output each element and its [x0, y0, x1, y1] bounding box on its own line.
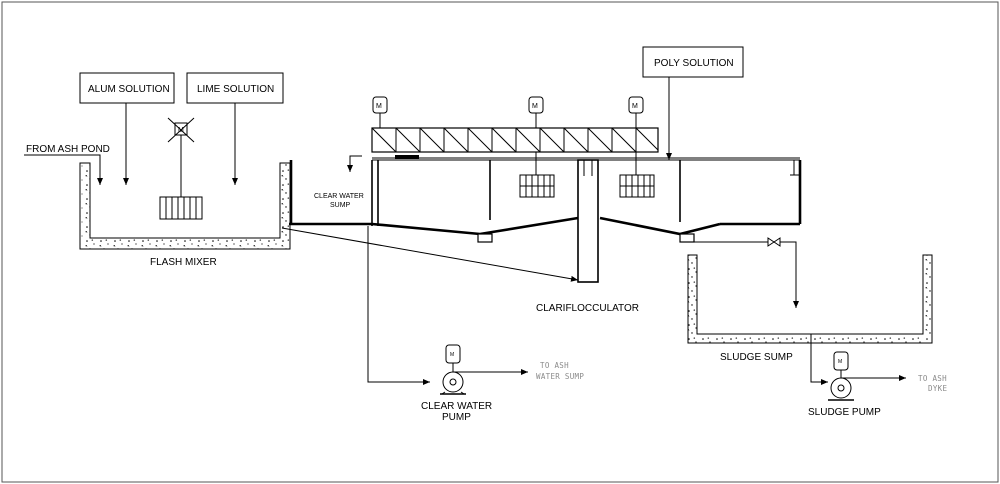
sludge-sump-tank	[687, 254, 933, 344]
clariflocculator-label: CLARIFLOCCULATOR	[536, 303, 639, 314]
bridge-truss	[371, 127, 659, 153]
flash-mixer-outlet-pipe	[281, 227, 579, 282]
clear-water-sump-label-line1: CLEAR WATER	[314, 193, 364, 200]
alum-solution-box	[79, 72, 175, 104]
poly-solution-box	[642, 46, 744, 78]
svg-text:M: M	[450, 352, 454, 358]
sludge-pump: M	[828, 351, 854, 401]
bridge-motor-right: M	[628, 96, 644, 128]
to-ash-dyke-label-line2: DYKE	[928, 384, 947, 393]
sludge-transfer-line-2	[780, 241, 799, 308]
bridge-motor-left: M	[372, 96, 388, 128]
lime-solution-label: LIME SOLUTION	[197, 84, 274, 95]
clear-water-pump: M	[440, 344, 466, 395]
to-ash-water-sump-label-line1: TO ASH	[540, 361, 569, 370]
clariflocculator-tank	[289, 155, 802, 283]
clear-water-pump-label-line2: PUMP	[442, 412, 471, 423]
flocculator-paddle-left	[519, 152, 555, 198]
clear-water-pump-label-line1: CLEAR WATER	[421, 401, 492, 412]
sludge-pump-label: SLUDGE PUMP	[808, 407, 881, 418]
bridge-motor-center: M	[528, 96, 544, 128]
flocculator-paddle-right	[619, 152, 655, 198]
svg-text:M: M	[376, 103, 382, 110]
to-ash-water-sump-label-line2: WATER SUMP	[536, 372, 584, 381]
sludge-valve	[767, 237, 781, 247]
alum-solution-label: ALUM SOLUTION	[88, 84, 170, 95]
flash-mixer-tank	[79, 162, 291, 250]
poly-solution-label: POLY SOLUTION	[654, 58, 734, 69]
from-ash-pond-label: FROM ASH POND	[26, 144, 110, 155]
svg-text:M: M	[838, 359, 842, 365]
svg-text:M: M	[632, 103, 638, 110]
to-ash-dyke-label-line1: TO ASH	[918, 374, 947, 383]
clear-water-suction-line	[367, 226, 430, 385]
clear-water-sump-label-line2: SUMP	[330, 202, 351, 209]
ash-pond-inlet-line	[24, 154, 103, 185]
sludge-suction-line	[810, 334, 828, 385]
flash-mixer-agitator	[159, 196, 203, 220]
svg-text:M: M	[532, 103, 538, 110]
sludge-sump-label: SLUDGE SUMP	[720, 352, 793, 363]
flash-mixer-label: FLASH MIXER	[150, 257, 217, 268]
